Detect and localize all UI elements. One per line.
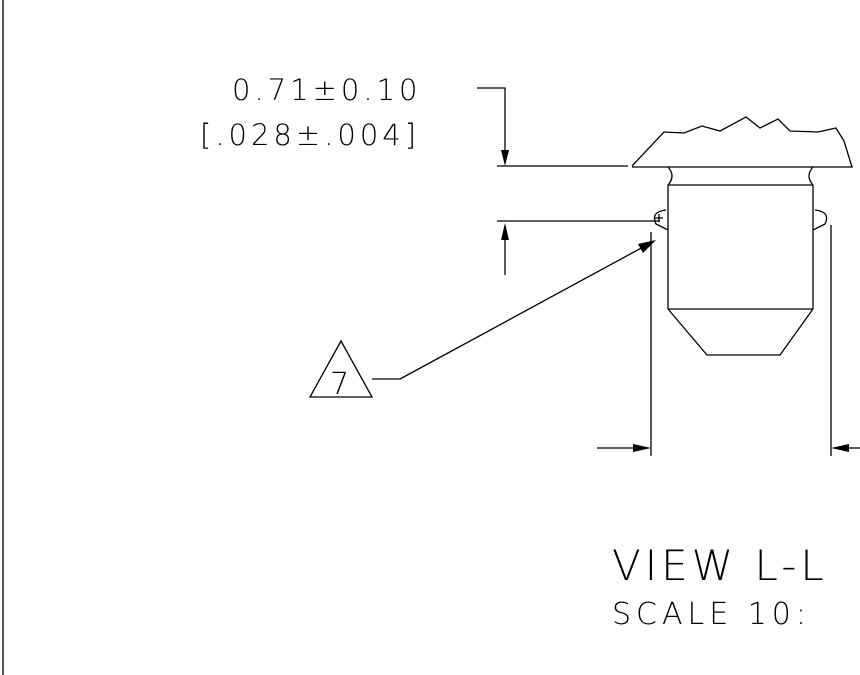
left-lip <box>653 209 669 231</box>
part-section <box>631 116 853 356</box>
view-label: VIEW L-L <box>612 541 828 590</box>
right-neck-fillet <box>808 166 814 186</box>
width-extension-lines <box>650 225 832 456</box>
extension-lines <box>497 165 660 222</box>
dimension-metric-text: 0.71±0.10 <box>232 73 421 107</box>
left-neck-fillet <box>667 166 673 186</box>
top-flange <box>631 116 853 168</box>
scale-label: SCALE 10: <box>612 597 811 632</box>
flag-note-number: 7 <box>330 367 349 402</box>
right-lip <box>812 209 828 231</box>
flag-note <box>308 240 656 398</box>
lower-dimension-arrow <box>501 223 509 275</box>
width-dimension-arrows <box>597 444 860 452</box>
dimension-leader <box>477 87 509 166</box>
dimension-imperial-text: [.028±.004] <box>200 118 420 152</box>
